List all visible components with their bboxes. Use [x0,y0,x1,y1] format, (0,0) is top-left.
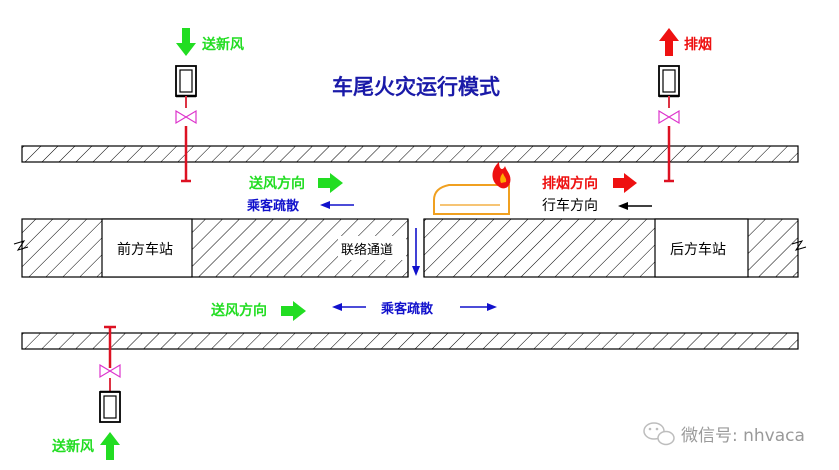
label-supply-fresh-air-bottom: 送新风 [51,438,94,455]
damper-icon [658,109,680,125]
label-supply-direction-upper: 送风方向 [248,175,305,192]
label-exhaust-smoke: 排烟 [684,36,712,53]
label-train-direction: 行车方向 [542,197,598,214]
damper-icon [175,109,197,125]
label-smoke-direction: 排烟方向 [542,175,598,192]
train-on-fire [433,162,511,215]
smoke-direction-arrow [613,173,637,193]
rear-station-box [654,218,749,278]
label-supply-fresh-air-top: 送新风 [201,36,244,53]
diagram-title: 车尾火灾运行模式 [332,75,500,99]
front-station-box [101,218,193,278]
supply-direction-arrow-lower [281,301,306,321]
connecting-passage-label-bg [338,236,406,260]
break-mark-left [13,240,29,251]
watermark: 微信号: nhvaca [643,422,805,446]
label-front-station: 前方车站 [117,241,173,258]
label-supply-direction-lower: 送风方向 [210,302,267,319]
top-wall [21,145,799,163]
label-connecting-passage: 联络通道 [341,242,393,258]
label-rear-station: 后方车站 [670,241,726,258]
supply-fan-top [175,28,197,183]
watermark-text: 微信号: nhvaca [681,426,805,446]
supply-direction-arrow-upper [318,173,343,193]
supply-fan-bottom [99,325,121,460]
label-evacuation-upper: 乘客疏散 [246,198,300,214]
wechat-icon [643,422,675,446]
train-icon [433,184,510,215]
arrow-down-icon [176,28,196,56]
arrow-up-icon [100,432,120,460]
damper-icon [99,363,121,379]
tunnel-structure [13,145,807,350]
break-mark-right [791,240,807,251]
exhaust-fan-top [658,28,680,183]
arrow-up-icon [659,28,679,56]
fan-icon [99,391,121,423]
label-evacuation-lower: 乘客疏散 [380,301,434,317]
bottom-wall [21,332,799,350]
